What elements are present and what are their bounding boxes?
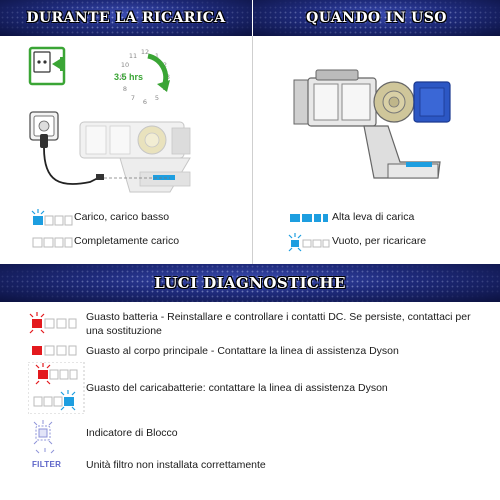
diag-label: Guasto batteria - Reinstallare e control… [86,311,471,338]
header-charging: DURANTE LA RICARICA [0,0,252,36]
charging-status-low: Carico, carico basso [30,208,169,228]
filter-indicator-text: FILTER [32,460,62,469]
clock-2: 2 [163,61,167,69]
in-use-status-label: Alta leva di carica [332,211,415,224]
lock-indicator-icon [33,420,53,445]
clock-8: 8 [123,85,127,93]
header-diagnostics-text: LUCI DIAGNOSTICHE [154,274,346,292]
diag-filter-unit: FILTER Unità filtro non installata corre… [28,448,486,482]
led-indicator [28,420,86,446]
led-red-blinking-icon [29,312,77,334]
diag-main-body-fault: Guasto al corpo principale - Contattare … [28,338,486,364]
header-charging-text: DURANTE LA RICARICA [26,10,226,26]
led-indicator [28,311,86,337]
clockwise-arrow-icon [147,53,170,92]
diag-battery-fault: Guasto batteria - Reinstallare e control… [28,310,486,338]
diag-lock-indicator: Indicatore di Blocco [28,420,486,446]
clock-10: 10 [121,61,129,69]
clock-5: 5 [155,94,159,102]
charging-status-full: Completamente carico [30,232,179,252]
clock-9: 9 [120,73,124,81]
diag-label: Indicatore di Blocco [86,426,178,439]
charge-time-label: 3.5 hrs [114,72,143,82]
led-red-icon [32,345,77,356]
plug-icon [28,46,66,86]
charging-status-label: Completamente carico [74,235,180,248]
column-divider [252,36,253,264]
diag-label: Unità filtro non installata correttament… [86,458,266,471]
led-full-icon [290,214,328,222]
led-indicator [30,208,74,228]
header-in-use-text: QUANDO IN USO [306,10,447,26]
charging-illustration: 12 1 2 3 4 5 6 7 8 9 10 11 3.5 hrs [28,46,191,193]
diag-label: Guasto del caricabatterie: contattare la… [86,381,388,394]
clock-7: 7 [131,94,135,102]
led-off-icon [32,237,73,248]
led-blinking-icon [288,233,330,252]
led-indicator [28,362,86,414]
clock-11: 11 [129,52,137,60]
diag-charger-fault: Guasto del caricabatterie: contattare la… [28,362,486,414]
led-indicator [30,232,74,252]
in-use-illustration [293,69,451,179]
led-blinking-icon [31,209,73,226]
led-red-blue-alternating-icon [28,362,85,414]
diag-label: Guasto al corpo principale - Contattare … [86,344,399,357]
clock-1: 1 [155,52,159,60]
vacuum-in-use-illustration [293,69,451,179]
filter-blink-icon [35,448,55,454]
charging-status-label: Carico, carico basso [74,211,170,224]
wall-outlet-icon [29,111,59,148]
clock-6: 6 [143,98,147,106]
in-use-status-high: Alta leva di carica [288,208,414,228]
led-indicator [288,208,332,228]
header-diagnostics: LUCI DIAGNOSTICHE [0,264,500,302]
in-use-status-empty: Vuoto, per ricaricare [288,232,426,252]
led-indicator [28,338,86,364]
in-use-status-label: Vuoto, per ricaricare [332,235,427,248]
clock-12: 12 [141,48,149,56]
led-indicator: FILTER [28,448,86,482]
vacuum-charging-illustration [79,121,191,193]
led-indicator [288,232,332,252]
header-in-use: QUANDO IN USO [253,0,500,36]
